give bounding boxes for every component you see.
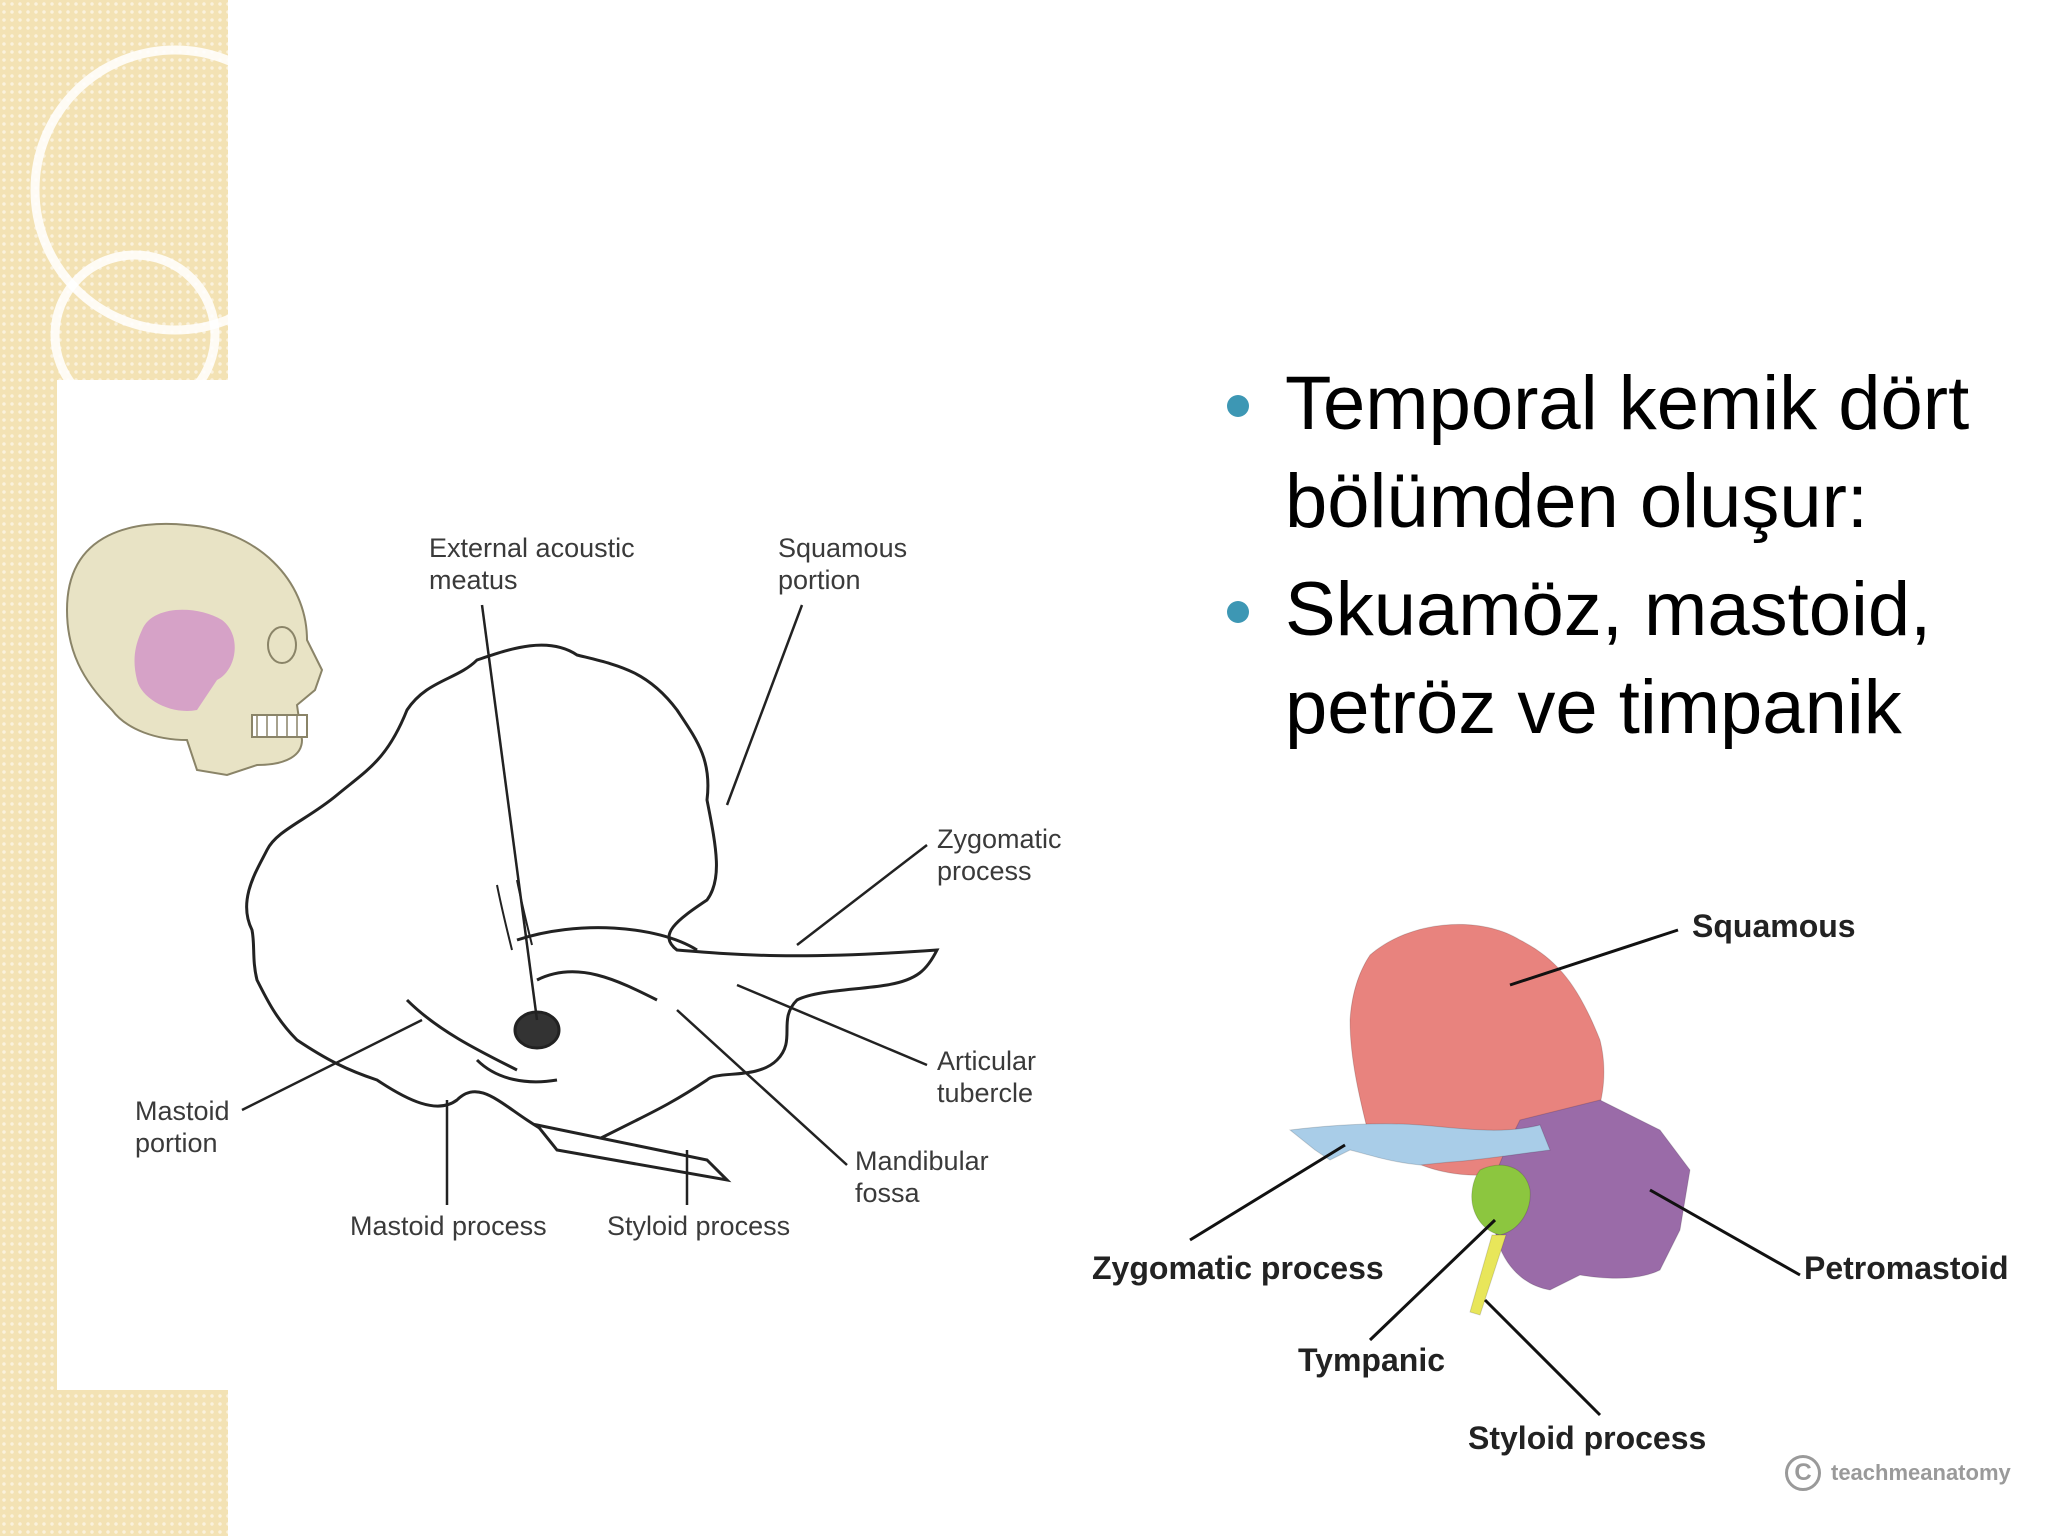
bullet-item: Temporal kemik dört bölümden oluşur: xyxy=(1220,355,2020,551)
label-mastoid-process: Mastoid process xyxy=(350,1211,547,1241)
label-mandibular-fossa: Mandibular fossa xyxy=(855,1146,989,1208)
temporal-bone-lateral-illustration: External acoustic meatus Squamous portio… xyxy=(57,380,1067,1390)
zygomatic-region xyxy=(1288,1123,1551,1166)
label-squamous-portion: Squamous portion xyxy=(778,533,908,595)
label-styloid-process-right: Styloid process xyxy=(1468,1420,1707,1456)
right-leader-lines xyxy=(1189,928,1801,1417)
temporal-bone-drawing xyxy=(245,643,940,1183)
label-zygomatic-process-right: Zygomatic process xyxy=(1092,1250,1384,1286)
skull-thumbnail xyxy=(65,522,324,777)
leader-lines xyxy=(241,604,928,1205)
label-external-acoustic-meatus: External acoustic meatus xyxy=(429,533,635,595)
tympanic-region xyxy=(1471,1164,1531,1236)
copyright-icon: C xyxy=(1785,1455,1821,1491)
label-styloid-process: Styloid process xyxy=(607,1211,791,1241)
bullet-text: Temporal kemik dört bölümden oluşur: xyxy=(1285,361,1970,544)
label-squamous: Squamous xyxy=(1692,908,1856,944)
label-zygomatic-process: Zygomatic process xyxy=(937,824,1062,886)
decorative-rings xyxy=(30,45,240,420)
teachmeanatomy-credit: C teachmeanatomy xyxy=(1785,1455,2011,1491)
bullet-dot-icon xyxy=(1227,601,1249,623)
bullet-text: Skuamöz, mastoid, petröz ve timpanik xyxy=(1285,567,1932,750)
label-petromastoid: Petromastoid xyxy=(1804,1250,2009,1286)
styloid-region xyxy=(1469,1234,1507,1316)
temporal-bone-colored-diagram: Squamous Zygomatic process Petromastoid … xyxy=(1080,900,2020,1500)
bullet-item: Skuamöz, mastoid, petröz ve timpanik xyxy=(1220,561,2020,757)
bullet-dot-icon xyxy=(1227,395,1249,417)
bullet-list: Temporal kemik dört bölümden oluşur: Sku… xyxy=(1220,355,2020,767)
credit-text: teachmeanatomy xyxy=(1831,1460,2011,1485)
label-tympanic: Tympanic xyxy=(1298,1342,1445,1378)
label-mastoid-portion: Mastoid portion xyxy=(135,1096,230,1158)
label-articular-tubercle: Articular tubercle xyxy=(937,1046,1037,1108)
